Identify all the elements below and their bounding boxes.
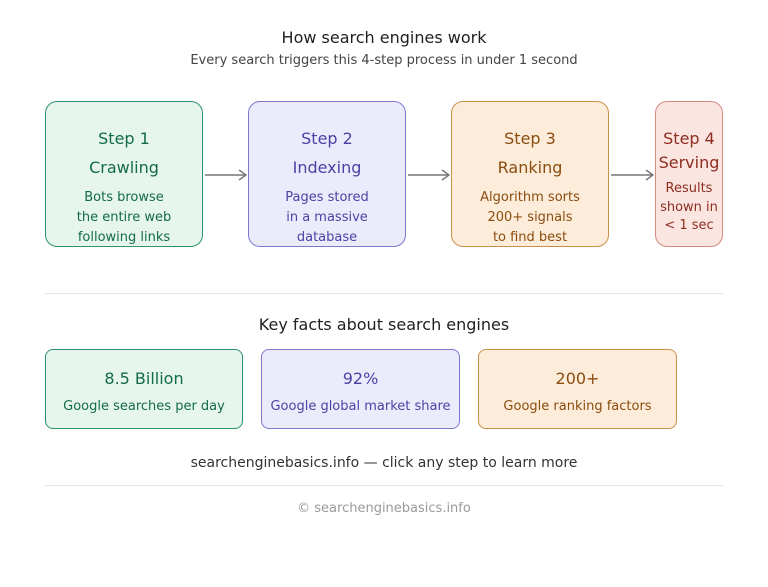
step-number: Step 2: [301, 129, 353, 148]
fact-value: 92%: [342, 369, 379, 388]
step-serving[interactable]: Step 4 Serving Results shown in < 1 sec: [655, 101, 723, 247]
diagram-subtitle: Every search triggers this 4-step proces…: [190, 53, 578, 68]
learn-more-link[interactable]: searchenginebasics.info — click any step…: [190, 455, 578, 471]
step-description: Algorithm sorts 200+ signals to find bes…: [480, 190, 580, 245]
fact-value: 8.5 Billion: [104, 369, 184, 388]
step-description: Results shown in < 1 sec: [660, 181, 718, 233]
arrow-icon: [408, 169, 451, 181]
step-number: Step 4: [663, 129, 715, 148]
step-name: Indexing: [292, 158, 362, 177]
footer-copyright: © searchenginebasics.info: [297, 501, 471, 516]
step-description: Pages stored in a massive database: [285, 190, 369, 245]
fact-card-searches: 8.5 Billion Google searches per day: [45, 349, 243, 429]
step-name: Serving: [658, 153, 720, 172]
step-description: Bots browse the entire web following lin…: [76, 190, 172, 245]
step-number: Step 1: [98, 129, 150, 148]
step-crawling[interactable]: Step 1 Crawling Bots browse the entire w…: [45, 101, 203, 247]
fact-label: Google global market share: [270, 399, 451, 414]
fact-card-market-share: 92% Google global market share: [261, 349, 460, 429]
step-name: Ranking: [497, 158, 563, 177]
diagram-title: How search engines work: [281, 28, 487, 47]
fact-label: Google ranking factors: [503, 399, 652, 414]
fact-value: 200+: [555, 369, 600, 388]
step-name: Crawling: [89, 158, 159, 177]
facts-title: Key facts about search engines: [258, 315, 510, 334]
footer-divider: [45, 485, 723, 486]
step-ranking[interactable]: Step 3 Ranking Algorithm sorts 200+ sign…: [451, 101, 609, 247]
section-divider: [45, 293, 723, 294]
fact-label: Google searches per day: [63, 399, 225, 414]
step-indexing[interactable]: Step 2 Indexing Pages stored in a massiv…: [248, 101, 406, 247]
step-number: Step 3: [504, 129, 556, 148]
arrow-icon: [205, 169, 248, 181]
arrow-icon: [611, 169, 655, 181]
fact-card-ranking-factors: 200+ Google ranking factors: [478, 349, 677, 429]
